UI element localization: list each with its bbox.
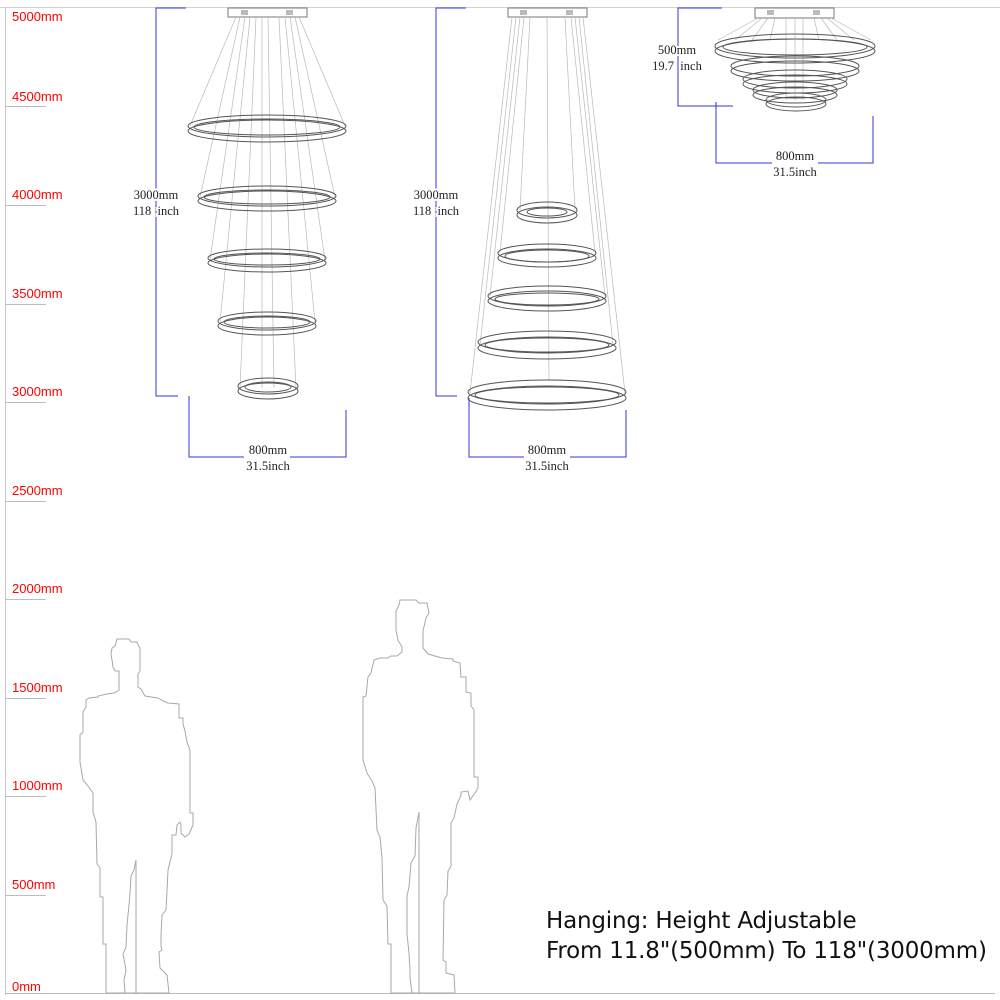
- width-mm-label: 800mm: [249, 443, 287, 457]
- height-inch-label: 118 inch: [413, 204, 460, 218]
- ring-1: [516, 201, 578, 224]
- ring-5: [467, 379, 627, 411]
- ceiling-canopy: [227, 7, 308, 18]
- ring-4: [217, 311, 317, 336]
- ceiling-canopy: [754, 7, 835, 19]
- scale-label-1500: 1500mm: [12, 680, 63, 695]
- caption-line-2: From 11.8"(500mm) To 118"(3000mm): [546, 938, 987, 964]
- chandelier-inverted-cascade: 3000mm 118 inch 800mm 31.5inch: [411, 7, 627, 474]
- width-mm-label: 800mm: [776, 149, 814, 163]
- scale-label-3500: 3500mm: [12, 286, 63, 301]
- ring-4: [477, 330, 617, 360]
- scale-label-1000: 1000mm: [12, 778, 63, 793]
- caption-line-1: Hanging: Height Adjustable: [546, 908, 857, 934]
- height-inch-label: 19.7 inch: [652, 59, 702, 73]
- width-inch-label: 31.5inch: [246, 459, 290, 473]
- person-silhouette-short: [79, 638, 194, 994]
- scale-label-0: 0mm: [12, 979, 41, 994]
- width-inch-label: 31.5inch: [773, 165, 817, 179]
- scale-label-2000: 2000mm: [12, 581, 63, 596]
- ring-2: [497, 243, 597, 268]
- width-mm-label: 800mm: [528, 443, 566, 457]
- scale-label-500: 500mm: [12, 877, 55, 892]
- height-adjustable-caption: Hanging: Height Adjustable From 11.8"(50…: [546, 906, 987, 966]
- width-inch-label: 31.5inch: [525, 459, 569, 473]
- scale-label-4500: 4500mm: [12, 89, 63, 104]
- suspension-wires: [189, 16, 346, 389]
- height-scale: 5000mm 4500mm 4000mm 3500mm 3000mm 2500m…: [5, 9, 63, 994]
- person-outline: [79, 638, 194, 994]
- ring-3: [487, 285, 607, 312]
- scale-label-2500: 2500mm: [12, 483, 63, 498]
- ceiling-canopy: [507, 7, 588, 18]
- height-mm-label: 3000mm: [414, 188, 459, 202]
- person-silhouette-tall: [362, 599, 479, 994]
- height-mm-label: 3000mm: [134, 188, 179, 202]
- chandelier-long-cascade: 3000mm 118 inch 800mm 31.5inch: [131, 7, 347, 474]
- scale-label-4000: 4000mm: [12, 187, 63, 202]
- ring-stack: [714, 33, 876, 112]
- ring-1: [187, 114, 347, 143]
- ring-3: [207, 248, 327, 273]
- suspension-wires: [469, 16, 626, 394]
- scale-label-3000: 3000mm: [12, 384, 63, 399]
- person-outline: [362, 599, 479, 994]
- scale-label-5000: 5000mm: [12, 9, 63, 24]
- suspension-wires: [717, 17, 872, 100]
- height-dimension-line: [435, 7, 466, 397]
- ring-2: [197, 185, 337, 212]
- ring-5: [237, 377, 299, 400]
- height-dimension-line: [155, 7, 186, 397]
- height-inch-label: 118 inch: [133, 204, 180, 218]
- height-dimension-line: [677, 7, 733, 107]
- chandelier-short-stacked: 500mm 19.7 inch 800mm 31.5inch: [650, 7, 876, 180]
- height-mm-label: 500mm: [658, 43, 696, 57]
